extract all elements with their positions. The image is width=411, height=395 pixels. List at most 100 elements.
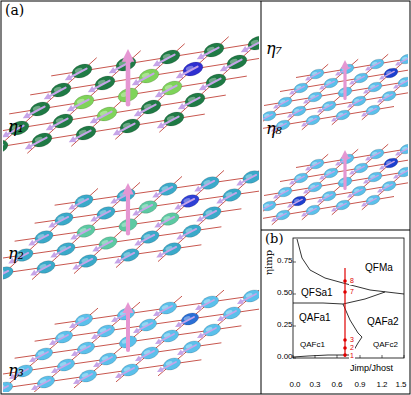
spin-arrow bbox=[200, 181, 214, 189]
spin-ellipsoid bbox=[96, 323, 117, 339]
spin-arrow bbox=[202, 211, 216, 219]
spin-arrow bbox=[126, 195, 130, 234]
spin-ellipsoid bbox=[55, 240, 77, 257]
tick-label: 0.50 bbox=[277, 289, 293, 298]
point-number: 2 bbox=[349, 344, 355, 352]
arrow-head bbox=[287, 113, 292, 117]
spin-ellipsoid bbox=[160, 79, 184, 98]
lattice-bond bbox=[115, 37, 228, 140]
arrow-head bbox=[29, 357, 36, 362]
arrow-head bbox=[110, 198, 117, 204]
spin-ellipsoid bbox=[161, 240, 183, 257]
arrow-head bbox=[331, 207, 336, 211]
spin-ellipsoid bbox=[139, 98, 163, 117]
spin-ellipsoid bbox=[51, 112, 75, 131]
spin-arrow bbox=[75, 131, 91, 139]
spin-arrow bbox=[323, 171, 334, 177]
spin-arrow bbox=[78, 374, 92, 381]
panel-divider bbox=[261, 230, 410, 231]
spin-arrow bbox=[205, 79, 221, 87]
spin-ellipsoid bbox=[73, 192, 95, 209]
arrow-head bbox=[69, 323, 76, 328]
point-number: 3 bbox=[349, 336, 355, 344]
tick-label: 0.9 bbox=[354, 381, 365, 390]
spin-arrow bbox=[247, 41, 259, 49]
spin-arrow bbox=[200, 300, 214, 307]
arrow-head bbox=[319, 175, 324, 179]
spin-arrow bbox=[180, 199, 194, 207]
arrow-head bbox=[156, 252, 163, 258]
lattice-bond bbox=[32, 182, 140, 279]
lattice-bond bbox=[3, 227, 221, 259]
axis-title: ηimp bbox=[263, 249, 274, 274]
tick-label: 1.5 bbox=[395, 381, 406, 390]
spin-ellipsoid bbox=[3, 138, 10, 157]
arrow-head bbox=[395, 151, 400, 155]
spin-ellipsoid bbox=[74, 124, 98, 143]
arrow-head bbox=[72, 264, 79, 270]
arrow-head bbox=[303, 189, 308, 193]
spin-arrow bbox=[138, 323, 152, 330]
arrow-head bbox=[46, 124, 54, 130]
axis-tick bbox=[293, 355, 294, 358]
spin-ellipsoid bbox=[74, 312, 95, 328]
spin-arrow bbox=[335, 113, 346, 119]
arrow-head bbox=[361, 202, 366, 206]
lattice-bond bbox=[332, 139, 408, 215]
arrow-head bbox=[178, 103, 186, 109]
phase-boundary bbox=[343, 304, 362, 337]
lattice-bond bbox=[116, 170, 224, 267]
arrow-head bbox=[301, 212, 306, 216]
spin-ellipsoid bbox=[137, 67, 161, 86]
spin-ellipsoid bbox=[323, 76, 340, 89]
spin-arrow bbox=[120, 253, 134, 261]
arrow-head bbox=[132, 79, 140, 85]
spin-arrow bbox=[36, 265, 50, 273]
arrow-head bbox=[393, 174, 398, 178]
lattice-bond bbox=[116, 290, 224, 382]
spin-ellipsoid bbox=[97, 234, 119, 251]
arrow-head bbox=[111, 317, 118, 322]
spin-ellipsoid bbox=[221, 186, 243, 203]
spin-arrow bbox=[34, 352, 48, 359]
spin-arrow bbox=[399, 57, 408, 63]
lattice-label: η₇ bbox=[266, 40, 282, 58]
spin-ellipsoid bbox=[277, 95, 294, 108]
spin-arrow bbox=[73, 100, 89, 108]
spin-ellipsoid bbox=[160, 328, 181, 344]
spin-ellipsoid bbox=[291, 194, 308, 207]
spin-arrow bbox=[31, 138, 47, 146]
spin-arrow bbox=[263, 204, 272, 210]
spin-ellipsoid bbox=[275, 208, 292, 221]
phase-label: QFSa1 bbox=[301, 287, 333, 298]
spin-ellipsoid bbox=[353, 71, 370, 84]
arrow-head bbox=[175, 322, 182, 327]
panel-label: (b) bbox=[265, 232, 283, 246]
arrow-head bbox=[289, 90, 294, 94]
spin-arrow bbox=[291, 109, 302, 115]
spin-arrow bbox=[351, 189, 362, 195]
arrow-head bbox=[361, 112, 366, 116]
arrow-head bbox=[153, 60, 161, 66]
spin-ellipsoid bbox=[77, 252, 99, 269]
spin-ellipsoid bbox=[98, 351, 119, 367]
spin-ellipsoid bbox=[241, 168, 259, 185]
spin-ellipsoid bbox=[70, 62, 94, 81]
spin-ellipsoid bbox=[367, 80, 384, 93]
phase-label: QAFa2 bbox=[367, 316, 399, 327]
lattice-bond bbox=[3, 95, 226, 133]
axis-tick bbox=[293, 326, 296, 327]
spin-ellipsoid bbox=[95, 105, 119, 124]
spin-arrow bbox=[305, 118, 316, 124]
arrow-head bbox=[134, 240, 141, 246]
arrow-head bbox=[349, 80, 354, 84]
spin-arrow bbox=[293, 86, 304, 92]
spin-ellipsoid bbox=[293, 81, 310, 94]
arrow-head bbox=[122, 49, 135, 62]
arrow-head bbox=[197, 53, 205, 59]
point-number: 7 bbox=[349, 288, 355, 296]
spin-ellipsoid bbox=[140, 345, 161, 361]
arrow-head bbox=[379, 165, 384, 169]
lattice-label: η₁ bbox=[8, 118, 24, 136]
spin-ellipsoid bbox=[158, 48, 182, 67]
